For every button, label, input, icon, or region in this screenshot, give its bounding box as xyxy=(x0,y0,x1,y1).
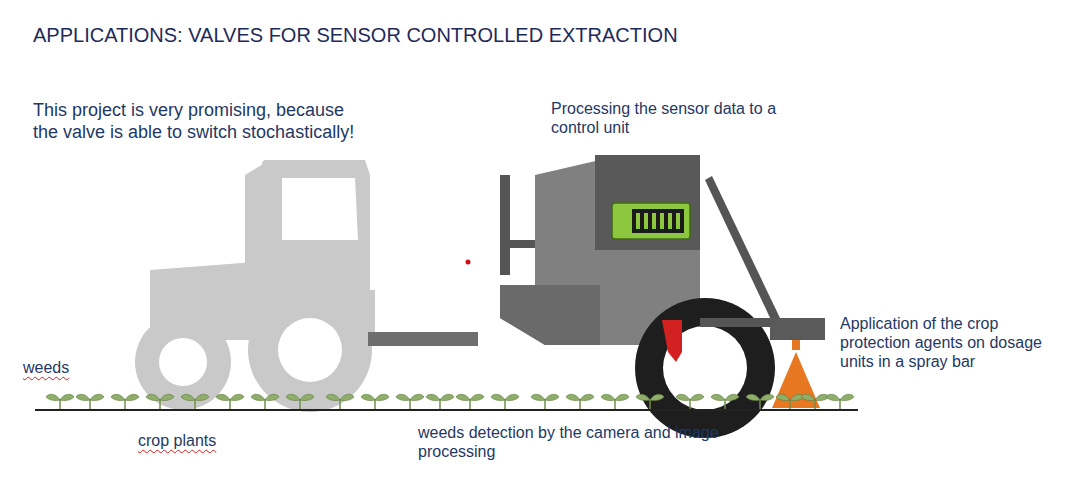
hopper xyxy=(500,285,600,345)
plant xyxy=(531,394,559,409)
display-bar xyxy=(652,213,656,229)
plant xyxy=(426,394,454,409)
ground-line xyxy=(35,409,858,411)
display-bars xyxy=(636,213,680,229)
tractor xyxy=(135,160,375,412)
display-bar xyxy=(676,213,680,229)
wheel-hub xyxy=(278,318,342,382)
red-dot xyxy=(466,260,471,265)
boom-arm xyxy=(700,318,780,327)
plant xyxy=(286,394,314,409)
display-screen xyxy=(632,209,684,233)
spray-bar xyxy=(770,318,825,340)
plant xyxy=(396,394,424,409)
display-bar xyxy=(636,213,640,229)
nozzle xyxy=(792,340,800,350)
title: APPLICATIONS: VALVES FOR SENSOR CONTROLL… xyxy=(33,23,678,47)
plant xyxy=(251,394,279,409)
display-bar xyxy=(660,213,664,229)
plant xyxy=(46,394,74,409)
plant xyxy=(326,394,354,409)
plant xyxy=(676,394,704,409)
cab-window xyxy=(282,178,358,240)
plant xyxy=(181,394,209,409)
note-text: This project is very promising, because … xyxy=(33,100,363,143)
plant xyxy=(711,394,739,409)
spray-cone xyxy=(772,352,820,408)
plant xyxy=(456,394,484,409)
callout-text: weeds detection by the camera and image … xyxy=(418,423,728,461)
plant xyxy=(776,394,804,409)
plant xyxy=(361,394,389,409)
callout-text: Application of the crop protection agent… xyxy=(840,314,1065,372)
plant xyxy=(216,394,244,409)
ground-label: weeds xyxy=(23,358,69,377)
plant xyxy=(491,394,519,409)
display-bar xyxy=(668,213,672,229)
wheel-hub xyxy=(159,338,207,386)
hitch-bar xyxy=(368,332,478,346)
plants xyxy=(46,394,854,409)
plant xyxy=(746,394,774,409)
frame-rail xyxy=(500,175,510,275)
plant xyxy=(826,394,854,409)
camera xyxy=(662,320,682,362)
plant xyxy=(801,394,829,409)
plant xyxy=(636,394,664,409)
front-wheel xyxy=(135,314,231,410)
plant xyxy=(111,394,139,409)
control-housing xyxy=(595,155,700,250)
callout-text: Processing the sensor data to a control … xyxy=(551,99,821,137)
control-display xyxy=(612,203,690,239)
tractor-cab xyxy=(245,160,370,290)
plant xyxy=(146,394,174,409)
plant xyxy=(566,394,594,409)
plant xyxy=(76,394,104,409)
ground-label: crop plants xyxy=(138,431,216,450)
display-bar xyxy=(644,213,648,229)
rear-wheel xyxy=(248,288,372,412)
plant xyxy=(601,394,629,409)
